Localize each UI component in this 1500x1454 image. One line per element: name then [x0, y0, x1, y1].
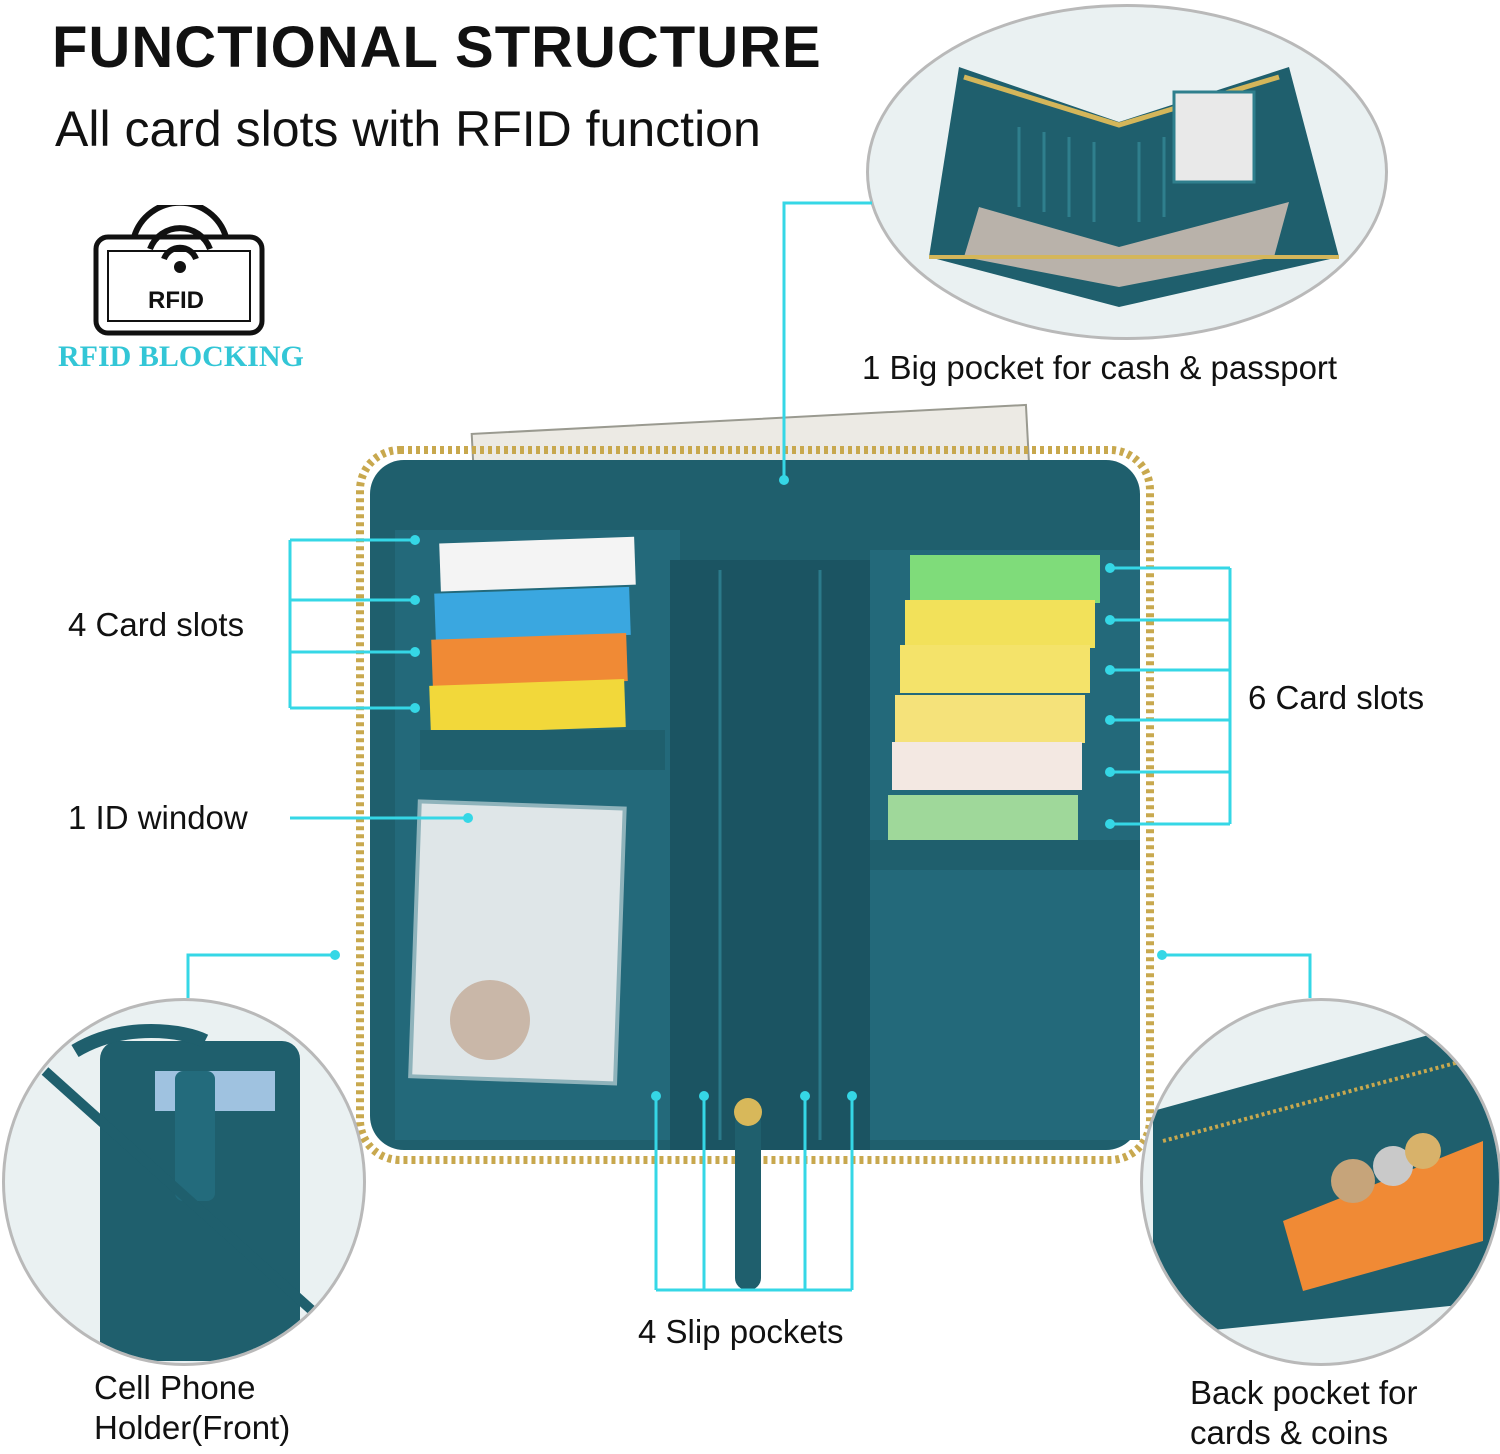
- rfid-badge: RFID: [90, 205, 270, 340]
- callout-back-pocket: Back pocket for cards & coins: [1190, 1373, 1417, 1454]
- rfid-caption: RFID BLOCKING: [58, 340, 304, 373]
- callout-back-pocket-line-1: Back pocket for: [1190, 1374, 1418, 1411]
- callout-phone-holder-line-1: Cell Phone: [94, 1369, 256, 1406]
- callout-slip-pockets: 4 Slip pockets: [638, 1313, 844, 1350]
- callout-phone-holder: Cell Phone Holder(Front): [94, 1368, 290, 1449]
- big-pocket-photo: [866, 4, 1388, 340]
- callout-big-pocket: 1 Big pocket for cash & passport: [862, 349, 1338, 386]
- callout-left-card-slots: 4 Card slots: [68, 606, 245, 643]
- page-subtitle: All card slots with RFID function: [55, 101, 761, 157]
- callout-id-window: 1 ID window: [68, 799, 248, 836]
- callout-right-card-slots: 6 Card slots: [1248, 679, 1425, 716]
- rfid-wifi-icon: [93, 205, 265, 336]
- rfid-box-label: RFID: [148, 287, 204, 314]
- callout-back-pocket-line-2: cards & coins: [1190, 1414, 1389, 1452]
- back-pocket-photo: [1140, 998, 1500, 1366]
- callout-phone-holder-line-2: Holder(Front): [94, 1409, 291, 1447]
- phone-holder-photo: [2, 998, 366, 1366]
- wallet-illustration: [340, 400, 1170, 1300]
- page-title: FUNCTIONAL STRUCTURE: [52, 15, 822, 80]
